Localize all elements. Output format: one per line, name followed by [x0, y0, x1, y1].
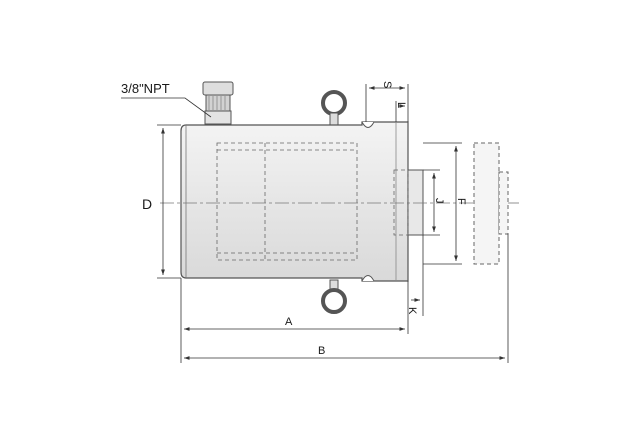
dimension-k [411, 235, 424, 316]
label-a: A [285, 316, 293, 328]
label-b: B [318, 345, 325, 357]
dimension-s [365, 84, 409, 122]
dimension-j [423, 169, 440, 236]
hidden-lines [216, 142, 358, 261]
dimension-b [184, 234, 509, 363]
port-leader [121, 97, 212, 118]
label-s: S [381, 81, 393, 88]
dimension-a [180, 278, 409, 363]
cylinder-body [180, 121, 409, 282]
bottom-lifting-eye [321, 279, 347, 314]
dimension-l [395, 101, 405, 122]
label-f: F [455, 198, 467, 205]
label-k: K [406, 307, 418, 315]
label-port: 3/8"NPT [121, 81, 170, 96]
label-j: J [433, 198, 445, 204]
dimension-d [157, 124, 181, 279]
label-l: L [395, 102, 407, 108]
coupler-fitting [202, 81, 234, 125]
top-lifting-eye [321, 90, 347, 126]
plunger [393, 169, 424, 236]
saddle [473, 142, 509, 265]
dimension-f [423, 142, 462, 265]
label-d: D [142, 196, 152, 212]
